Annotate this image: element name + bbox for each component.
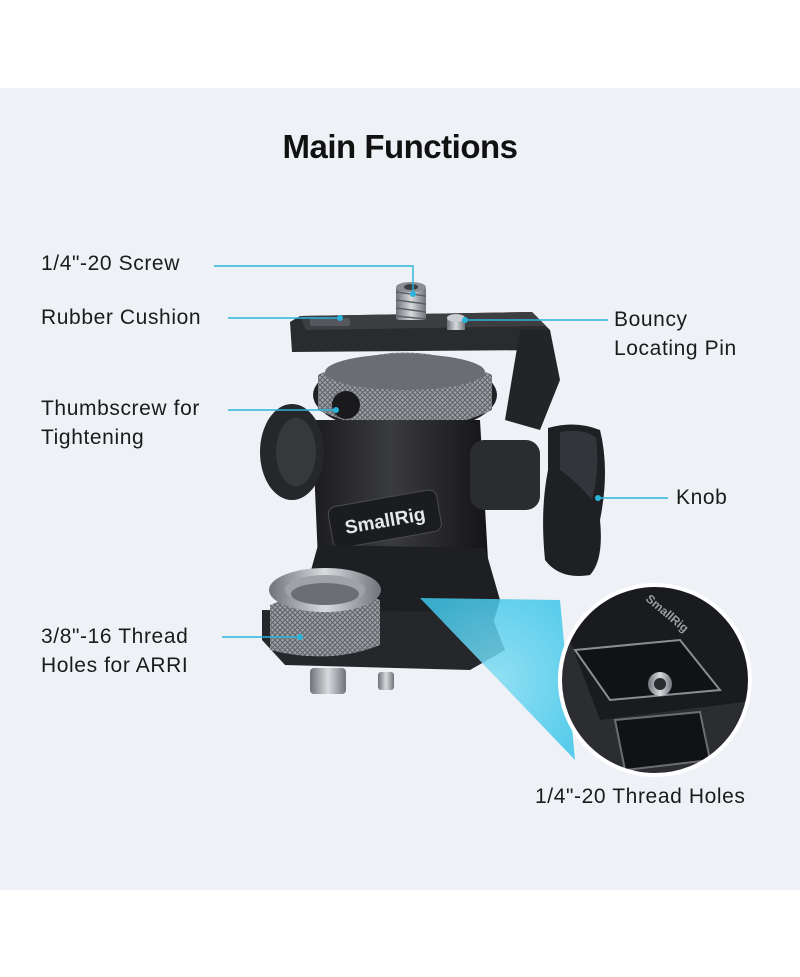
zoom-beam (420, 598, 575, 760)
callout-dots (297, 291, 601, 640)
arri-thread-ring-icon (269, 568, 381, 657)
callout-lines (214, 265, 668, 638)
label-thread-holes: 1/4"-20 Thread Holes (535, 785, 746, 808)
label-thumbscrew-line1: Thumbscrew for (41, 397, 200, 420)
screw-icon (395, 282, 427, 320)
label-rubber-cushion: Rubber Cushion (41, 306, 202, 329)
label-locating-pin-line1: Bouncy (614, 308, 688, 331)
locating-pin-icon (447, 314, 465, 330)
zoom-detail: SmallRig (558, 583, 752, 777)
label-arri-line2: Holes for ARRI (41, 654, 189, 677)
brand-logo: SmallRig (327, 489, 442, 549)
label-locating-pin-line2: Locating Pin (614, 337, 737, 360)
thumbscrew-icon (313, 352, 497, 433)
knob-icon (543, 424, 605, 576)
rubber-cushion (310, 318, 350, 326)
label-arri-line1: 3/8"-16 Thread (41, 625, 189, 648)
page-title: Main Functions (282, 128, 519, 165)
label-screw: 1/4"-20 Screw (41, 252, 180, 275)
label-thumbscrew-line2: Tightening (41, 426, 145, 449)
label-knob: Knob (676, 486, 728, 509)
